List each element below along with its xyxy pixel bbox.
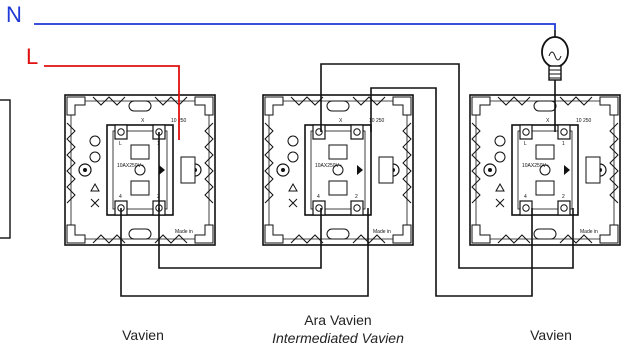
neutral-wire [34,23,556,30]
neutral-label: N [6,2,22,27]
switch-3-terminal-l: L [524,141,527,147]
live-wire [44,65,180,140]
switch-3-terminal-2: 2 [562,194,565,200]
switch-2-terminal-2: 2 [355,194,358,200]
switch-1: X 10 250 4 2 L 1 10AX250V~ Made in [64,94,216,246]
switch-3-marking-code: 10 250 [576,118,592,124]
switch-3-rating: 10AX250V~ [522,163,549,169]
switch-3-terminal-1: 1 [562,141,565,147]
switch-3-marking-x: X [546,118,550,124]
switch-1-made-in: Made in [175,229,193,235]
switch-1-caption: Vavien [122,327,164,343]
switch-2-rating: 10AX250V~ [315,163,342,169]
junction-box-icon [0,99,11,239]
switch-1-terminal-4: 4 [119,194,122,200]
switch-2-terminal-4: 4 [317,194,320,200]
switch-2-caption: Ara Vavien [304,312,371,328]
switch-2-made-in: Made in [373,229,391,235]
switch-2-marking-x: X [339,118,343,124]
switch-2: X 10 250 4 2 10AX250V~ Made in [262,94,414,246]
switch-2-marking-code: 10 250 [369,118,385,124]
switch-1-marking-x: X [141,118,145,124]
traveler-wires [120,63,574,297]
switch-1-terminal-l: L [119,141,122,147]
switch-2-subcaption: Intermediated Vavien [272,330,404,346]
switch-3-terminal-4: 4 [524,194,527,200]
live-label: L [26,44,38,69]
switch-3-made-in: Made in [580,229,598,235]
lightbulb-icon [541,30,569,81]
switch-3-caption: Vavien [530,327,572,343]
switch-1-rating: 10AX250V~ [117,163,144,169]
switch-3: X 10 250 4 2 L 1 10AX250V~ Made in [469,94,621,246]
